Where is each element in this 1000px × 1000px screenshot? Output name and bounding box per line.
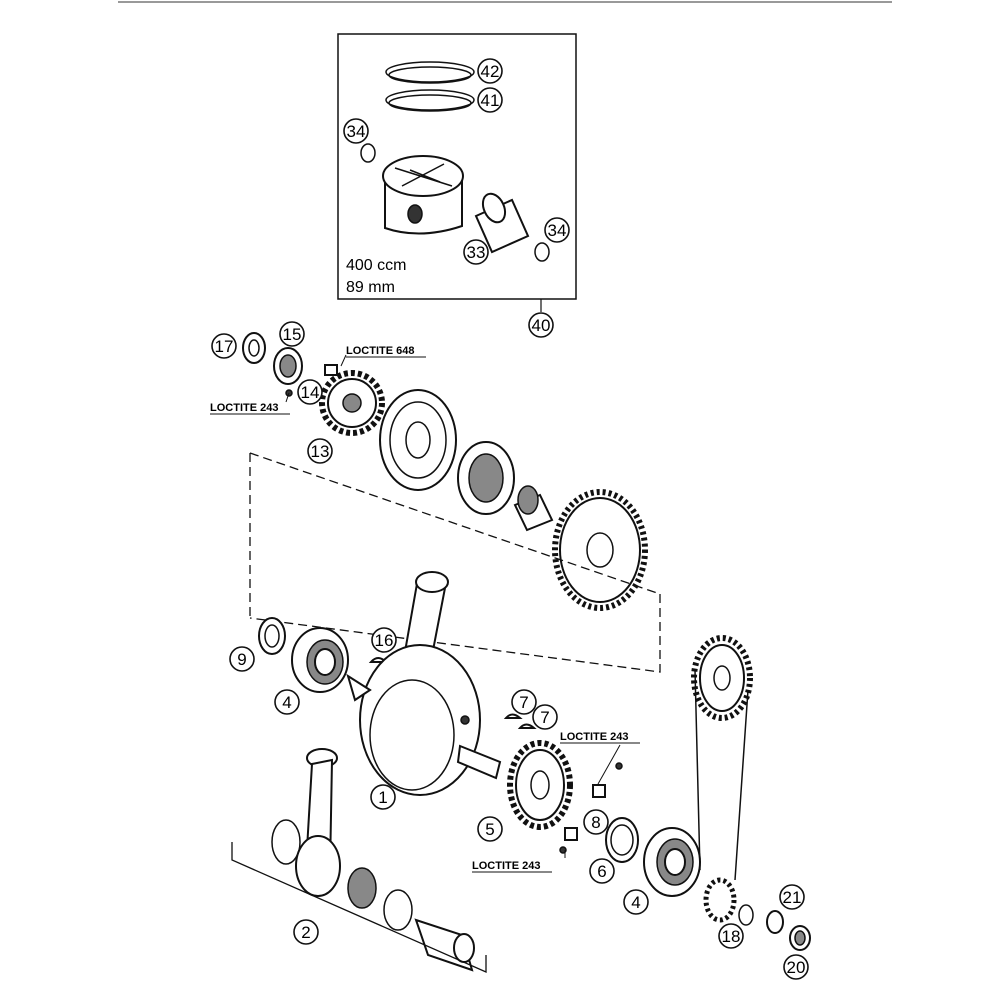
- callout-c1: 1: [370, 784, 396, 810]
- callout-number: 14: [301, 383, 320, 402]
- callout-number: 1: [378, 788, 387, 807]
- callout-c18: 18: [718, 923, 744, 949]
- starter-gear: [552, 489, 648, 611]
- rotor-drum: [379, 389, 457, 491]
- loctite-243-label-b: LOCTITE 243: [560, 731, 628, 743]
- dowel-a: [615, 762, 623, 770]
- callout-number: 34: [548, 221, 567, 240]
- callout-number: 6: [597, 862, 606, 881]
- circlip-34-b: [534, 242, 550, 262]
- callout-number: 42: [481, 62, 500, 81]
- callout-c34b: 34: [544, 217, 570, 243]
- piston-pin: [474, 192, 530, 254]
- callout-c42: 42: [477, 58, 503, 84]
- timing-chain: [691, 635, 753, 923]
- callout-c13: 13: [307, 438, 333, 464]
- woodruff-key-7-b: [517, 723, 537, 729]
- callout-number: 4: [282, 693, 291, 712]
- piston-bore: 89 mm: [346, 279, 395, 296]
- callout-c4a: 4: [274, 689, 300, 715]
- callout-number: 2: [301, 923, 310, 942]
- seal-ring-17: [242, 332, 266, 364]
- callout-c7a: 7: [511, 689, 537, 715]
- callout-c20: 20: [783, 954, 809, 980]
- circlip-34-a: [360, 143, 376, 163]
- main-bearing-4-left: [291, 627, 349, 693]
- callout-number: 34: [347, 122, 366, 141]
- needle-bearing: [513, 485, 554, 532]
- callout-c41: 41: [477, 87, 503, 113]
- callout-c15: 15: [279, 321, 305, 347]
- piston-displacement: 400 ccm: [346, 257, 406, 274]
- callout-c21: 21: [779, 884, 805, 910]
- callout-number: 20: [787, 958, 806, 977]
- callout-number: 16: [375, 631, 394, 650]
- callout-c40: 40: [528, 312, 554, 338]
- callout-number: 33: [467, 243, 486, 262]
- callout-c8: 8: [583, 809, 609, 835]
- shim-6: [605, 817, 639, 863]
- callout-c14: 14: [297, 379, 323, 405]
- callout-number: 41: [481, 91, 500, 110]
- piston: [382, 155, 464, 235]
- freewheel-ring: [457, 441, 515, 515]
- callout-number: 15: [283, 325, 302, 344]
- conrod-kit-bracket: [231, 842, 487, 973]
- piston-rings: [385, 61, 475, 112]
- callout-c17: 17: [211, 333, 237, 359]
- callout-c16: 16: [371, 627, 397, 653]
- callout-number: 21: [783, 888, 802, 907]
- gear-13: [319, 370, 385, 436]
- callout-c7b: 7: [532, 704, 558, 730]
- screw-8-a: [592, 784, 606, 798]
- leader-lines: [285, 354, 621, 858]
- callout-number: 13: [311, 442, 330, 461]
- loctite-243-label-c: LOCTITE 243: [472, 860, 540, 872]
- callout-number: 7: [519, 693, 528, 712]
- piston-kit-box: [337, 33, 577, 300]
- callout-c34a: 34: [343, 118, 369, 144]
- loctite-648-label: LOCTITE 648: [346, 345, 414, 357]
- main-bearing-4-right: [643, 827, 701, 897]
- circlip-18: [738, 904, 754, 926]
- callout-number: 9: [237, 650, 246, 669]
- crank-gear-5: [507, 740, 573, 830]
- callout-number: 8: [591, 813, 600, 832]
- callout-number: 17: [215, 337, 234, 356]
- callout-number: 4: [631, 893, 640, 912]
- callout-number: 5: [485, 820, 494, 839]
- callout-number: 40: [532, 316, 551, 335]
- oil-seal-9: [258, 617, 286, 655]
- callout-c5: 5: [477, 816, 503, 842]
- callout-c9: 9: [229, 646, 255, 672]
- callout-c2: 2: [293, 919, 319, 945]
- crankshaft: [346, 571, 502, 796]
- callout-c6: 6: [589, 858, 615, 884]
- screw-8-b: [564, 827, 578, 841]
- conrod-kit: [271, 748, 475, 972]
- bearing-15: [273, 347, 303, 385]
- callout-c33: 33: [463, 239, 489, 265]
- washer-21: [766, 910, 784, 934]
- woodruff-key-7-a: [503, 713, 523, 719]
- nut-20: [789, 925, 811, 951]
- screw-14: [324, 364, 338, 376]
- callout-number: 7: [540, 708, 549, 727]
- callout-c4b: 4: [623, 889, 649, 915]
- loctite-243-label-a: LOCTITE 243: [210, 402, 278, 414]
- callout-number: 18: [722, 927, 741, 946]
